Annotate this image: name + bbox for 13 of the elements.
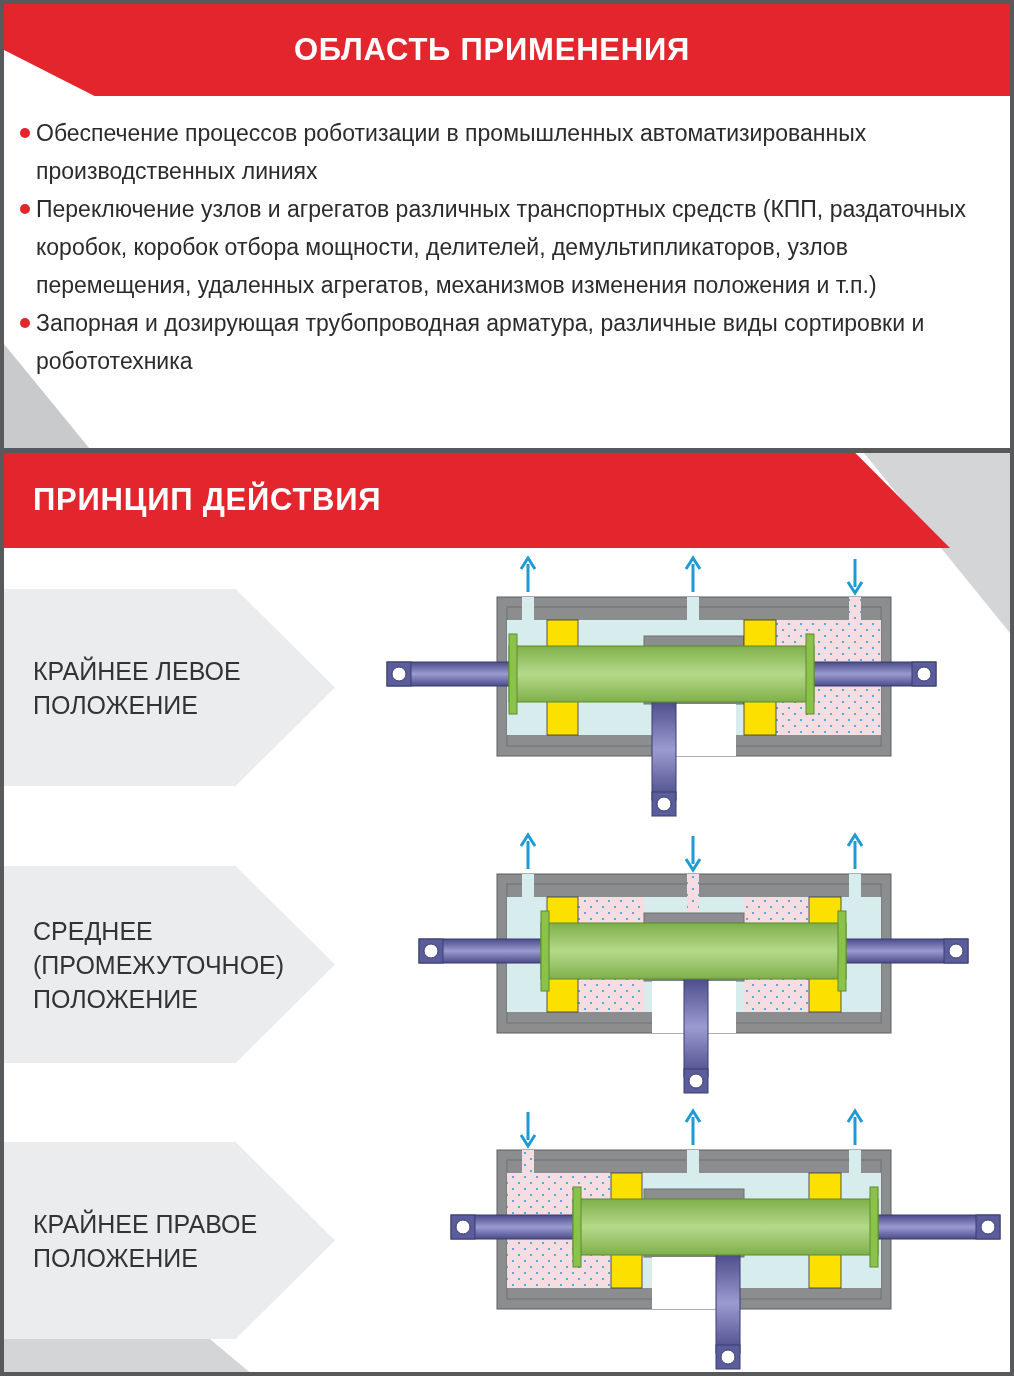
heading-text: ОБЛАСТЬ ПРИМЕНЕНИЯ [293,30,691,69]
position-label: СРЕДНЕЕ (ПРОМЕЖУТОЧНОЕ) ПОЛОЖЕНИЕ [33,915,286,1015]
bullet-text: Обеспечение процессов роботизации в промышленных автоматизированных производственных линиях [36,119,868,186]
heading-text: ПРИНЦИП ДЕЙСТВИЯ [33,480,382,520]
heading-banner [4,4,1010,96]
chevron-panel [4,589,335,786]
bullet-text: Переключение узлов и агрегатов различных транспортных средств (КПП, раздаточных коробок, коробок отбора мощности, делителей, демультипликаторов, узлов перемещения, удаленных агрегатов, механизмов изменения положения и т.п.) [36,195,967,300]
heading-banner [4,453,950,548]
chevron-panel [4,866,335,1063]
position-label: КРАЙНЕЕ ПРАВОЕ ПОЛОЖЕНИЕ [33,1208,259,1274]
chevron-panel [4,1142,335,1339]
position-label: КРАЙНЕЕ ЛЕВОЕ ПОЛОЖЕНИЕ [33,655,242,721]
bullet-text: Запорная и дозирующая трубопроводная арматура, различные виды сортировки и робототехника [36,309,926,376]
